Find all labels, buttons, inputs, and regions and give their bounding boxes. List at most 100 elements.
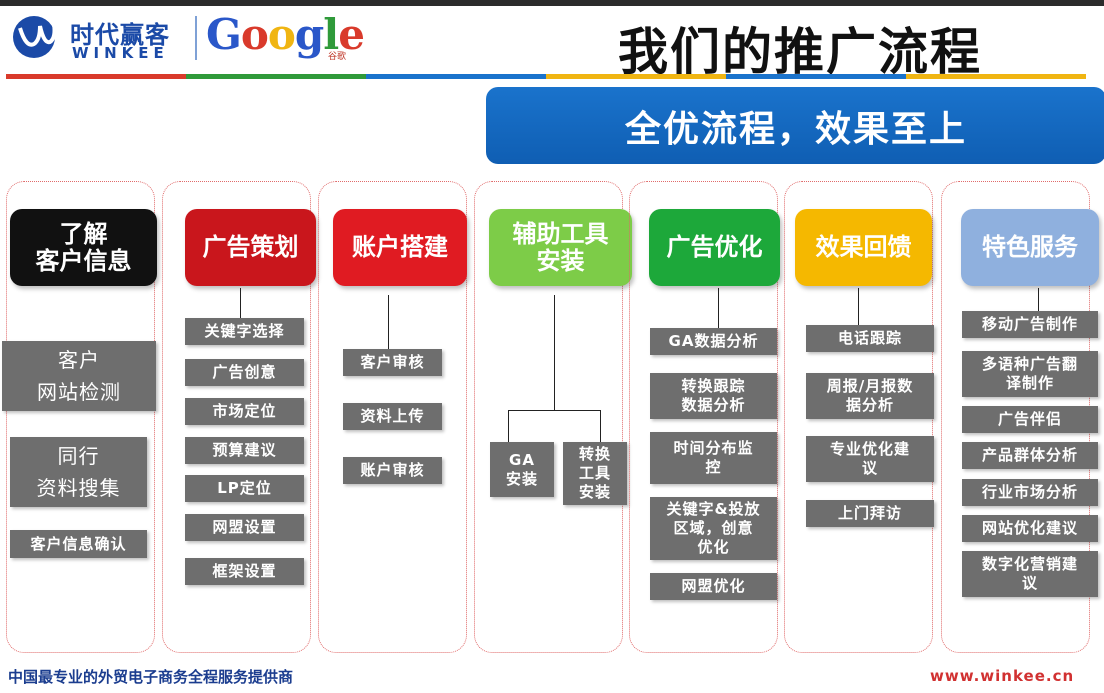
slogan-banner: 全优流程，效果至上 <box>486 87 1104 164</box>
step-item-text: 客户信息确认 <box>30 534 127 553</box>
column-header-tile: 账户搭建 <box>333 209 467 286</box>
step-item-text: 网盟优化 <box>681 577 746 595</box>
column-header-line: 客户信息 <box>35 246 132 275</box>
step-item: 产品群体分析 <box>962 442 1098 469</box>
step-item-text: 控 <box>705 458 722 476</box>
step-item: 关键字选择 <box>185 318 304 345</box>
step-item: 网盟优化 <box>650 573 777 600</box>
column-header-tile: 特色服务 <box>961 209 1099 286</box>
connector-line <box>600 410 601 442</box>
step-item-text: GA <box>509 450 535 469</box>
column-header-line: 安装 <box>536 246 585 275</box>
process-column <box>162 181 311 653</box>
step-item: 框架设置 <box>185 558 304 585</box>
brand-name-en: WINKEE <box>72 44 169 62</box>
rule-segment <box>366 74 546 79</box>
step-item: 上门拜访 <box>806 500 934 527</box>
step-item-text: 客户 <box>58 348 100 372</box>
step-item: 资料上传 <box>343 403 442 430</box>
step-item-text: 据分析 <box>845 396 894 414</box>
connector-line <box>554 295 555 410</box>
step-item-text: 行业市场分析 <box>981 483 1078 501</box>
column-header-line: 账户搭建 <box>352 233 448 261</box>
step-item-text: 数字化营销建 <box>981 555 1078 573</box>
step-item-text: 关键字选择 <box>204 322 285 340</box>
step-item: 周报/月报数据分析 <box>806 373 934 419</box>
rule-segment <box>726 74 906 79</box>
step-item-text: 时间分布监 <box>673 439 754 457</box>
step-item-text: 网盟设置 <box>212 518 277 536</box>
connector-line <box>240 288 241 318</box>
step-item-text: 市场定位 <box>212 402 277 420</box>
step-item: 时间分布监控 <box>650 432 777 484</box>
connector-line <box>1038 288 1039 311</box>
step-item-text: 网站优化建议 <box>981 519 1078 537</box>
google-letter: o <box>267 10 296 59</box>
google-letter: l <box>323 10 339 59</box>
step-item-text: 数据分析 <box>681 396 746 414</box>
step-item: 市场定位 <box>185 398 304 425</box>
step-item-text: 周报/月报数 <box>826 377 914 395</box>
google-letter: g <box>294 10 324 59</box>
step-item-text: 上门拜访 <box>837 504 902 522</box>
step-item-text: 同行 <box>57 444 100 468</box>
column-header-tile: 了解客户信息 <box>10 209 157 286</box>
step-item-text: 客户审核 <box>360 353 425 371</box>
connector-line <box>388 295 389 349</box>
google-letter: G <box>206 10 242 59</box>
step-item-text: 议 <box>861 459 878 477</box>
column-header-line: 效果回馈 <box>815 233 912 261</box>
step-item-text: 安装 <box>505 469 538 488</box>
step-item: 广告创意 <box>185 359 304 386</box>
header-color-rule <box>6 74 1086 79</box>
step-item: 移动广告制作 <box>962 311 1098 338</box>
step-item: 关键字&投放区域，创意优化 <box>650 497 777 560</box>
step-item-text: 转换 <box>578 445 611 463</box>
column-header-tile: 广告策划 <box>185 209 316 286</box>
footer-tagline: 中国最专业的外贸电子商务全程服务提供商 <box>8 668 294 686</box>
winkee-logo-icon <box>13 16 57 58</box>
step-item: 转换跟踪数据分析 <box>650 373 777 419</box>
step-item-text: 关键字&投放 <box>666 500 761 518</box>
step-item-text: 优化 <box>697 538 730 556</box>
step-item-text: 议 <box>1021 574 1038 592</box>
rule-segment <box>546 74 726 79</box>
connector-line <box>508 410 600 411</box>
step-item: 账户审核 <box>343 457 442 484</box>
step-item: 专业优化建议 <box>806 436 934 482</box>
step-item-text: GA数据分析 <box>668 332 759 350</box>
process-column <box>318 181 467 653</box>
step-item-text: 转换跟踪 <box>681 377 746 395</box>
step-item: 客户审核 <box>343 349 442 376</box>
step-item: 电话跟踪 <box>806 325 934 352</box>
column-header-line: 广告优化 <box>666 233 763 261</box>
rule-segment <box>906 74 1086 79</box>
page-title: 我们的推广流程 <box>618 23 982 81</box>
column-header-tile: 效果回馈 <box>795 209 932 286</box>
step-item-text: 安装 <box>578 483 611 501</box>
step-item-text: 广告伴侣 <box>997 410 1062 428</box>
step-item-text: 框架设置 <box>212 562 277 580</box>
connector-line <box>718 288 719 328</box>
step-item-text: 资料上传 <box>360 407 425 425</box>
step-item: 行业市场分析 <box>962 479 1098 506</box>
step-item: 转换工具安装 <box>563 442 627 505</box>
step-item-text: 工具 <box>578 464 611 482</box>
process-column <box>629 181 778 653</box>
step-item-text: 译制作 <box>1005 374 1054 392</box>
process-column <box>474 181 623 653</box>
connector-line <box>858 288 859 325</box>
step-item: LP定位 <box>185 475 304 502</box>
step-item: 网站优化建议 <box>962 515 1098 542</box>
column-header-tile: 辅助工具安装 <box>489 209 632 286</box>
column-header-tile: 广告优化 <box>649 209 780 286</box>
footer-url[interactable]: www.winkee.cn <box>930 667 1075 685</box>
column-header-line: 辅助工具 <box>512 219 609 248</box>
step-item: 广告伴侣 <box>962 406 1098 433</box>
step-item-text: 移动广告制作 <box>981 315 1078 333</box>
google-logo: Google <box>206 10 365 59</box>
connector-line <box>508 410 509 442</box>
step-item-text: 资料搜集 <box>36 476 121 500</box>
step-item: 客户信息确认 <box>10 530 147 558</box>
